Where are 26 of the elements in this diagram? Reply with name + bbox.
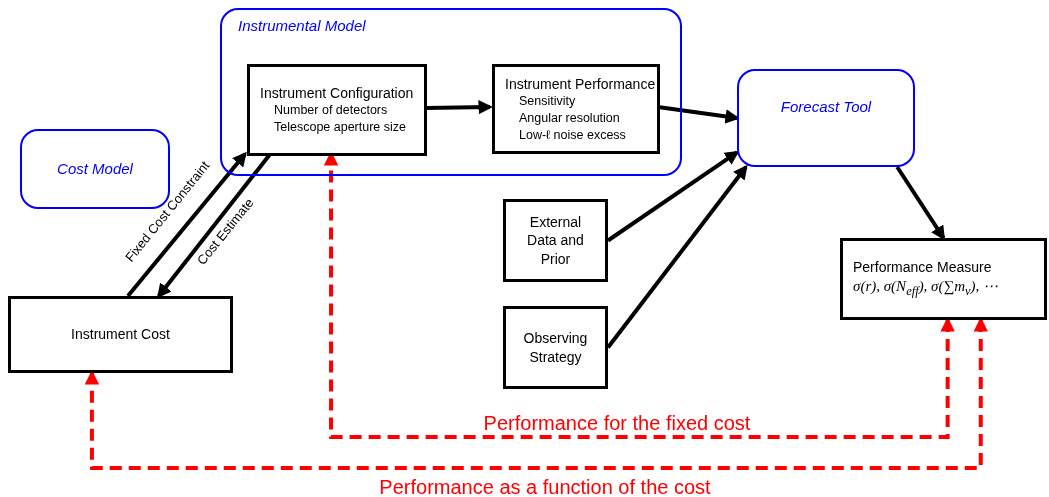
node-title: Instrument Cost [71, 325, 170, 344]
arrow [606, 150, 740, 243]
process-box [8, 296, 233, 373]
process-box [840, 238, 1047, 320]
node-title: Instrumental Model [238, 16, 366, 36]
item-text: Sensitivity [518, 92, 576, 110]
rounded-group-box [220, 8, 682, 176]
item-text: Number of detectors [273, 102, 388, 120]
process-box [492, 64, 660, 154]
process-box [503, 306, 608, 389]
arrow [126, 151, 247, 298]
item-text: Telescope aperture size [273, 119, 407, 136]
item-text: Angular resolution [518, 109, 620, 127]
process-box [247, 64, 427, 156]
node-title: Observing Strategy [522, 329, 589, 366]
process-box [503, 199, 608, 282]
rounded-group-box [737, 69, 915, 167]
arrow [606, 164, 748, 349]
node-title: External Data and Prior [526, 213, 585, 268]
node-title: Forecast Tool [780, 97, 872, 117]
item-text: Low-ℓ noise excess [518, 126, 626, 144]
node-title: Instrument Configuration [260, 84, 414, 103]
rounded-group-box [20, 129, 170, 209]
math-formula: σ(r), σ(N$_{eff}$), σ(∑m$_{ν}$), ⋯ [853, 277, 999, 301]
node-title: Performance Measure [853, 257, 992, 277]
node-title: Instrument Performance [505, 74, 656, 93]
